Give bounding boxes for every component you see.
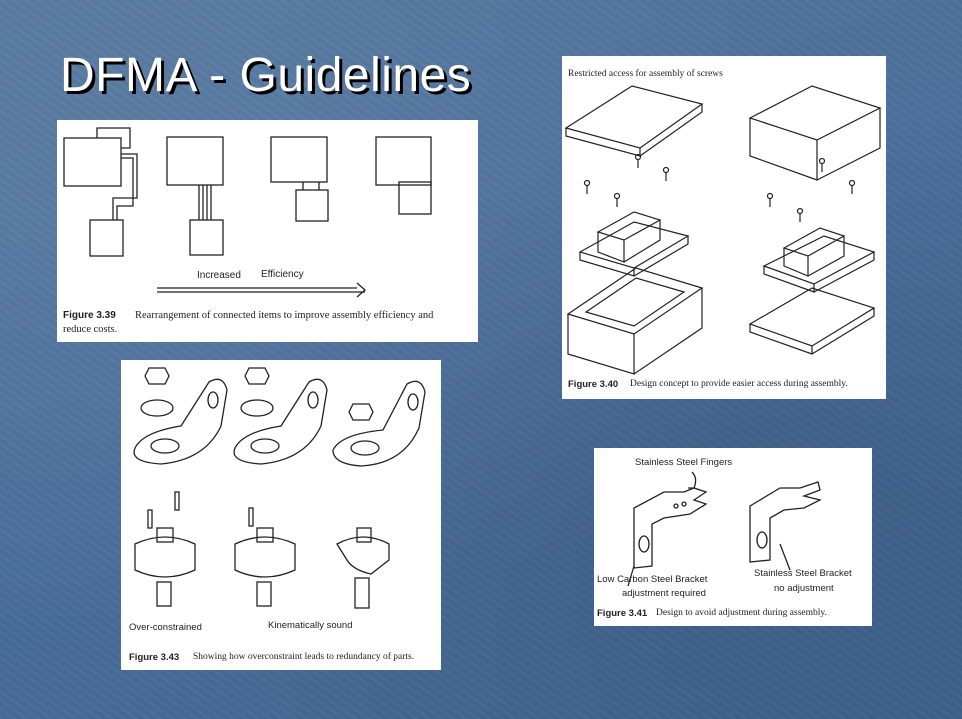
- over-constrained-label: Over-constrained: [129, 622, 202, 633]
- figure-heading: Stainless Steel Fingers: [635, 457, 733, 468]
- slide-title: DFMA - Guidelines: [60, 49, 472, 102]
- figure-number: Figure 3.40: [568, 379, 619, 390]
- figure-caption: Design concept to provide easier access …: [630, 379, 848, 389]
- kinematically-sound-label: Kinematically sound: [268, 620, 353, 631]
- connected-items-diagram: [63, 127, 432, 298]
- figure-number: Figure 3.41: [597, 608, 648, 619]
- left-bracket-label: Low Carbon Steel Bracket: [597, 574, 708, 585]
- figure-3-40-panel: Restricted access for assembly of screws…: [562, 56, 886, 399]
- figure-number: Figure 3.39: [63, 310, 116, 321]
- figure-3-43-panel: Over-constrained Kinematically sound Fig…: [121, 360, 441, 670]
- efficiency-label: Efficiency: [261, 269, 304, 280]
- figure-heading: Restricted access for assembly of screws: [568, 69, 723, 79]
- screw-access-diagram: [564, 85, 882, 375]
- left-bracket-note: adjustment required: [622, 588, 706, 599]
- figure-3-39-panel: Increased Efficiency Figure 3.39 Rearran…: [57, 120, 478, 342]
- constraint-diagram: [133, 367, 426, 609]
- figure-caption: Design to avoid adjustment during assemb…: [656, 608, 827, 618]
- figure-number: Figure 3.43: [129, 652, 180, 663]
- figure-caption: Rearrangement of connected items to impr…: [135, 310, 434, 321]
- figure-caption-cont: reduce costs.: [63, 324, 118, 335]
- figure-3-41-panel: Stainless Steel Fingers Low Carbon Steel…: [594, 448, 872, 626]
- right-bracket-label: Stainless Steel Bracket: [754, 568, 852, 579]
- increased-label: Increased: [197, 270, 241, 281]
- bracket-diagram: [627, 471, 822, 587]
- right-bracket-note: no adjustment: [774, 583, 834, 594]
- figure-caption: Showing how overconstraint leads to redu…: [193, 652, 415, 662]
